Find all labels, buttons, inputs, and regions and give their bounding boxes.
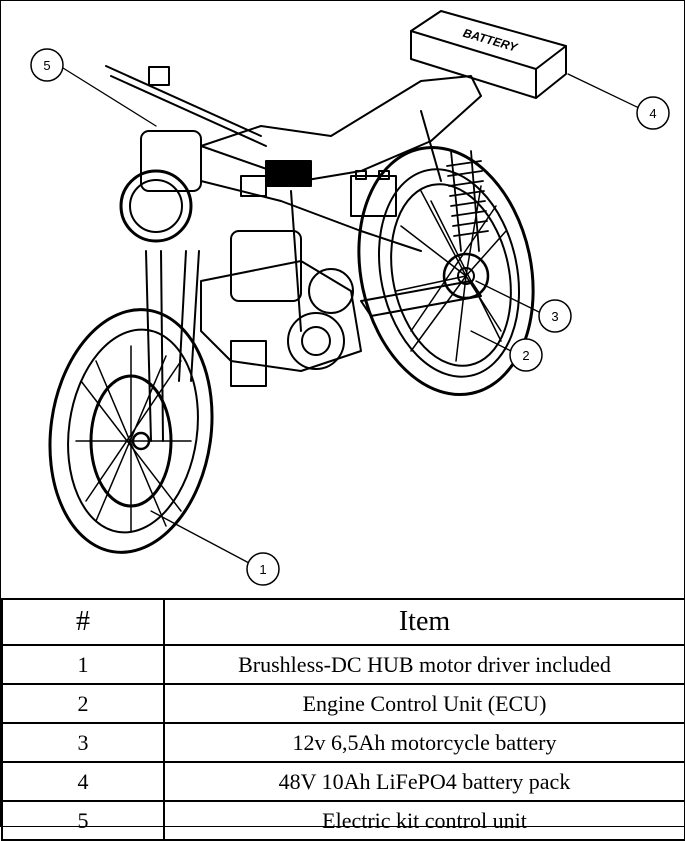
callout-5: 5 [30,48,64,82]
rear-wheel [357,145,535,397]
callout-1: 1 [246,552,280,586]
column-header-number: # [1,598,165,646]
row-number: 3 [1,722,165,763]
row-number: 4 [1,761,165,802]
table-header-row: # Item [1,598,685,646]
table-row: 3 12v 6,5Ah motorcycle battery [1,722,685,763]
column-header-item: Item [163,598,685,646]
motorcycle-drawing: BATTERY 5 4 3 [30,10,670,586]
table-row: 1 Brushless-DC HUB motor driver included [1,644,685,685]
row-number: 1 [1,644,165,685]
front-wheel [48,308,214,554]
front-fork [105,65,267,442]
row-item: 48V 10Ah LiFePO4 battery pack [163,761,685,802]
table-row: 4 48V 10Ah LiFePO4 battery pack [1,761,685,802]
engine [200,230,362,387]
callout-3: 3 [538,299,572,333]
row-number: 2 [1,683,165,724]
table-row: 2 Engine Control Unit (ECU) [1,683,685,724]
battery-pack: BATTERY [410,10,567,99]
callout-label: 3 [551,309,558,324]
row-item: Brushless-DC HUB motor driver included [163,644,685,685]
callout-label: 2 [522,348,529,363]
callout-label: 5 [43,58,50,73]
row-item: Engine Control Unit (ECU) [163,683,685,724]
callout-4: 4 [636,96,670,130]
frame [200,75,482,332]
callout-label: 1 [259,562,266,577]
callout-leaders [62,67,640,564]
row-number: 5 [1,800,165,841]
table-row: 5 Electric kit control unit [1,800,685,841]
callout-2: 2 [509,338,543,372]
callout-label: 4 [649,106,656,121]
parts-table: # Item 1 Brushless-DC HUB motor driver i… [1,598,685,841]
row-item: Electric kit control unit [163,800,685,841]
rear-shock [446,150,489,252]
row-item: 12v 6,5Ah motorcycle battery [163,722,685,763]
motorcycle-figure: BATTERY 5 4 3 [1,1,685,598]
electrical-components [240,160,397,217]
